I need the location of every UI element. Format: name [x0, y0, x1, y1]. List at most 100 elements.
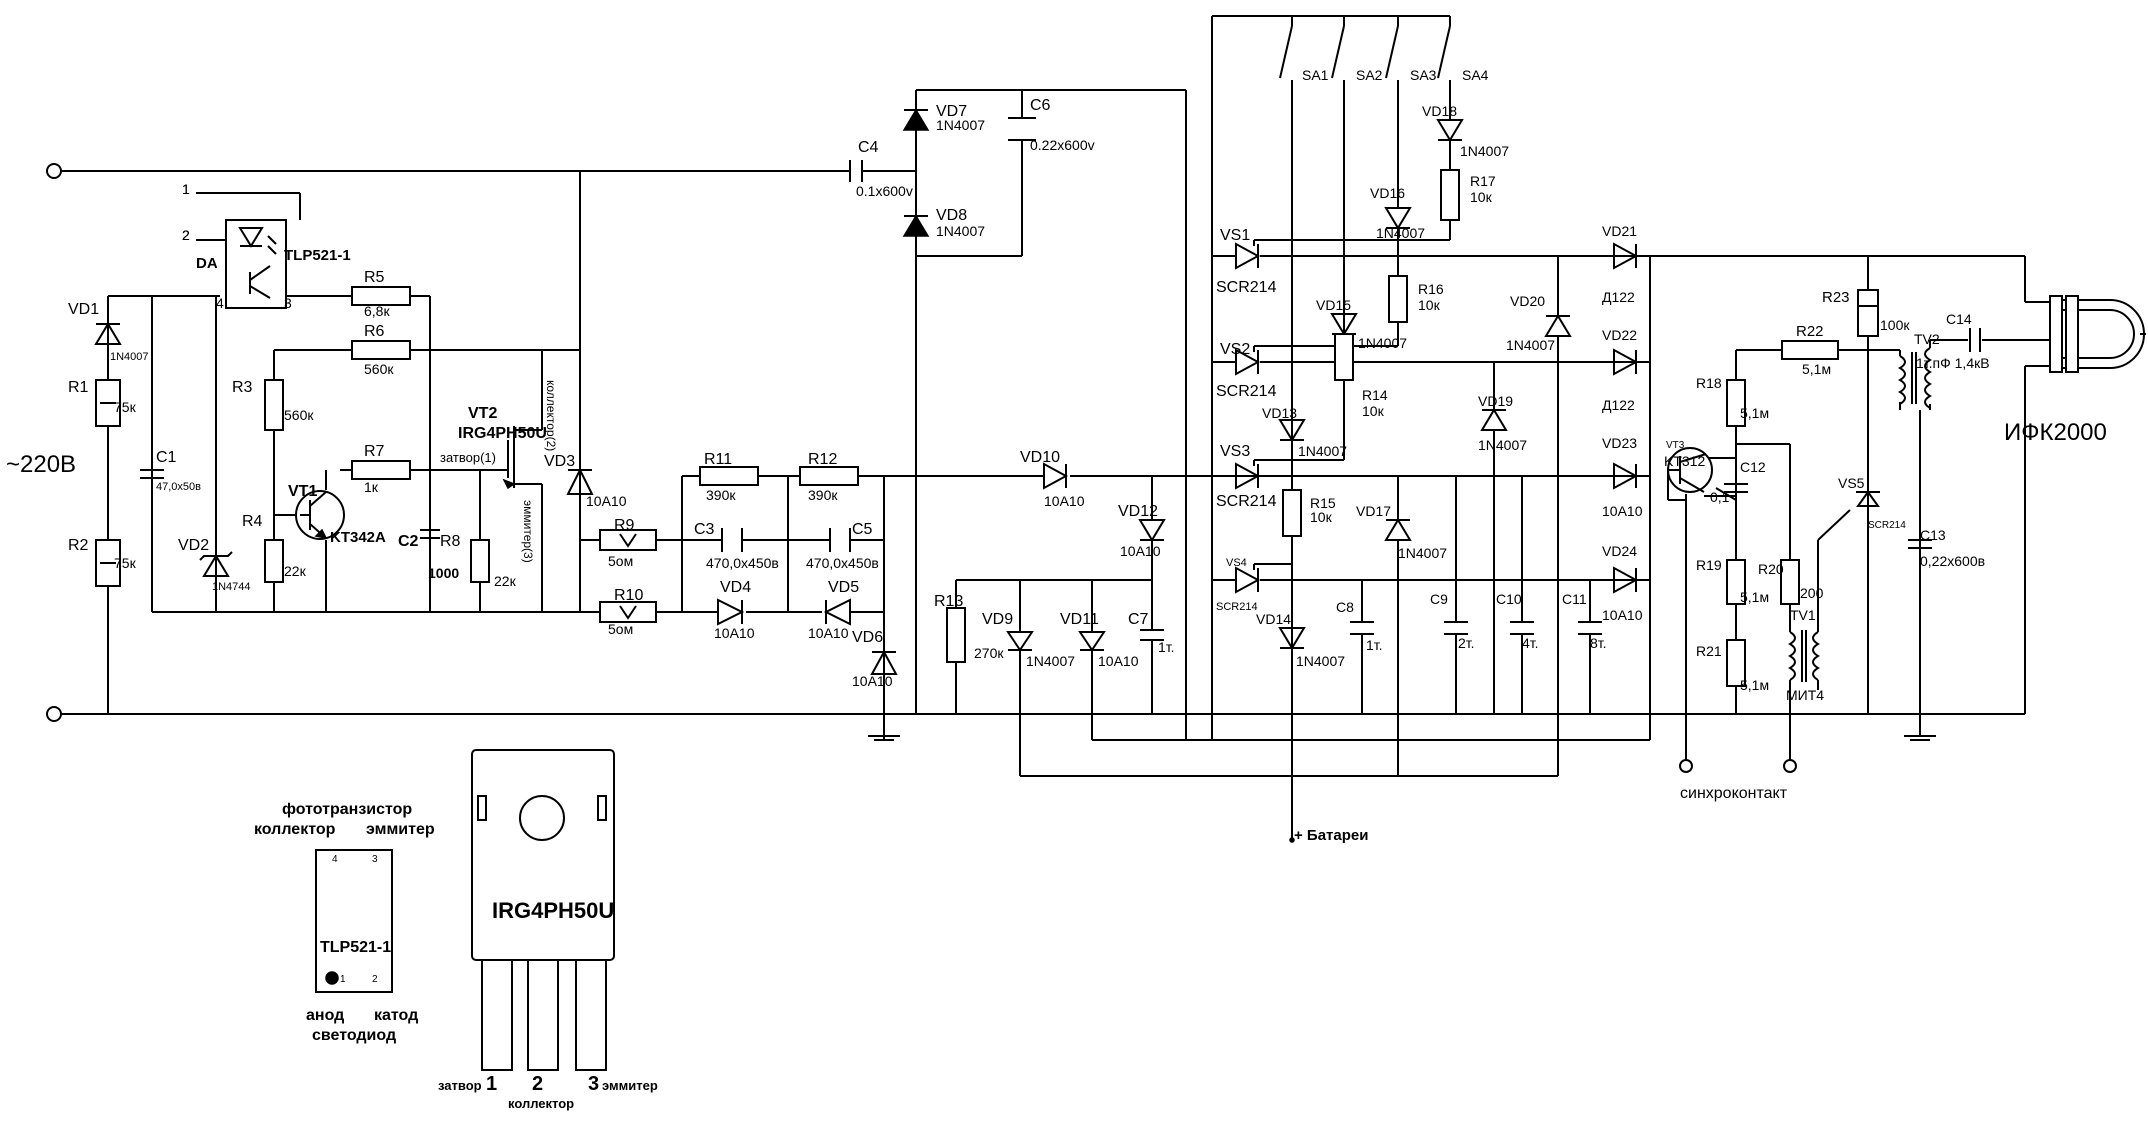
pkg-pin-2: 2 — [372, 974, 378, 985]
vd4-diode — [717, 598, 745, 626]
vd18-diode — [1436, 119, 1464, 142]
r11-resistor — [699, 466, 759, 486]
pkg-pin-1-label: 1 — [486, 1073, 497, 1095]
vd7-type-label: 1N4007 — [936, 117, 985, 133]
vd4-label: VD4 — [720, 579, 751, 596]
r20-label: R20 — [1758, 561, 1784, 577]
sync-contact-left[interactable] — [1679, 759, 1693, 773]
c7-label: C7 — [1128, 611, 1149, 628]
r10-resistor — [599, 601, 657, 623]
r17-label: R17 — [1470, 173, 1496, 189]
vd18-type-label: 1N4007 — [1460, 143, 1509, 159]
sa4-label: SA4 — [1462, 67, 1489, 83]
tlp-label: TLP521-1 — [284, 247, 351, 264]
sa1-switch[interactable] — [1279, 25, 1293, 79]
c6-value-label: 0.22x600v — [1030, 137, 1095, 153]
c9-value-label: 2т. — [1458, 635, 1475, 651]
r14-value-label: 10к — [1362, 403, 1385, 419]
ifk2000-lamp — [2049, 295, 2146, 373]
r8-label: R8 — [440, 533, 461, 550]
r19-label: R19 — [1696, 557, 1722, 573]
pkg-pin-2-label: 2 — [532, 1073, 543, 1095]
r16-label: R16 — [1418, 281, 1444, 297]
r4-label: R4 — [242, 513, 263, 530]
c4-value-label: 0.1x600v — [856, 183, 913, 199]
r13-value-label: 270к — [974, 645, 1004, 661]
vd16-type-label: 1N4007 — [1376, 225, 1425, 241]
battery-terminal[interactable] — [1289, 837, 1295, 843]
mains-terminal-top[interactable] — [46, 163, 62, 179]
vt2-igbt — [498, 426, 516, 490]
r22-resistor — [1781, 340, 1839, 360]
vd6-label: VD6 — [852, 629, 883, 646]
pkg-irg-label: IRG4PH50U — [492, 898, 614, 923]
wires — [60, 15, 2060, 840]
c7-value-label: 1т. — [1158, 639, 1175, 655]
da-label: DA — [196, 255, 218, 272]
mit4-label: МИТ4 — [1786, 687, 1824, 703]
c5-value-label: 470,0x450в — [806, 555, 879, 571]
c11-value-label: 8т. — [1590, 635, 1607, 651]
vd10-diode — [1043, 462, 1069, 490]
vd18-label: VD18 — [1422, 103, 1457, 119]
mains-terminal-bottom[interactable] — [46, 706, 62, 722]
pkg-emitter2-label: эммитер — [602, 1078, 658, 1093]
pkg-gate-label: затвор — [438, 1078, 482, 1093]
vd20-label: VD20 — [1510, 293, 1545, 309]
c3-label: C3 — [694, 521, 715, 538]
r23-label: R23 — [1822, 289, 1850, 306]
r15-value-label: 10к — [1310, 509, 1333, 525]
r21-resistor — [1726, 639, 1746, 687]
c14-label: C14 — [1946, 311, 1972, 327]
pkg-phototransistor-label: фототранзистор — [282, 801, 412, 818]
c13-value-label: 0,22x600в — [1920, 553, 1985, 569]
r12-value-label: 390к — [808, 487, 838, 503]
c1-label: C1 — [156, 449, 177, 466]
sa3-switch[interactable] — [1385, 25, 1399, 79]
c1-value-label: 47,0x50в — [156, 481, 201, 493]
c9-label: C9 — [1430, 591, 1448, 607]
vd1-diode — [94, 322, 122, 345]
vs4-scr — [1235, 566, 1261, 594]
c2-label: C2 — [398, 533, 419, 550]
vd19-label: VD19 — [1478, 393, 1513, 409]
vs3-scr — [1235, 462, 1261, 490]
sa3-label: SA3 — [1410, 67, 1437, 83]
r12-resistor — [799, 466, 859, 486]
r8b-value-label: 22к — [494, 573, 517, 589]
c8-value-label: 1т. — [1366, 637, 1383, 653]
c13-label: C13 — [1920, 527, 1946, 543]
vd11-label: VD11 — [1060, 611, 1099, 628]
vd3-label: VD3 — [544, 453, 575, 470]
vd6-type-label: 10A10 — [852, 673, 893, 689]
c4-label: C4 — [858, 139, 879, 156]
r17-value-label: 10к — [1470, 189, 1493, 205]
vd2-type-label: 1N4744 — [212, 581, 251, 593]
vt1-type-label: KT342A — [330, 529, 386, 546]
tv2-label: TV2 — [1914, 331, 1940, 347]
r15-label: R15 — [1310, 495, 1336, 511]
r3-value-label: 560к — [284, 407, 314, 423]
opto-pin-2: 2 — [182, 227, 190, 243]
vd13-diode — [1278, 419, 1306, 442]
c12-label: C12 — [1740, 459, 1766, 475]
sa2-switch[interactable] — [1331, 25, 1345, 79]
c3-value-label: 470,0x450в — [706, 555, 779, 571]
r6-resistor — [351, 340, 411, 360]
pkg-cathode-label: катод — [374, 1007, 418, 1024]
r7-value-label: 1к — [364, 479, 379, 495]
vs1-label: VS1 — [1220, 227, 1250, 244]
r17-resistor — [1440, 169, 1460, 221]
r1-value-label: 75к — [114, 399, 137, 415]
vd11-diode — [1078, 631, 1106, 652]
r3-label: R3 — [232, 379, 253, 396]
sa4-switch[interactable] — [1437, 25, 1451, 79]
vs3-type-label: SCR214 — [1216, 493, 1277, 510]
vs5-type-label: SCR214 — [1868, 520, 1906, 531]
sync-contact-right[interactable] — [1783, 759, 1797, 773]
r2-value-label: 75к — [114, 555, 137, 571]
vd5-diode — [823, 598, 851, 626]
r19-resistor — [1726, 559, 1746, 605]
vs5-label: VS5 — [1838, 475, 1865, 491]
